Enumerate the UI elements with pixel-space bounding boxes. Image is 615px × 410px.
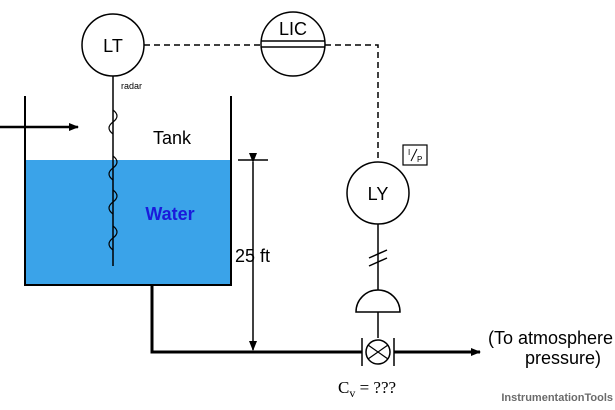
ip-badge-slash xyxy=(410,148,418,162)
outlet-destination-line2: pressure) xyxy=(525,348,601,368)
level-controller-label: LIC xyxy=(279,19,307,39)
outlet-destination-line1: (To atmosphere xyxy=(488,328,613,348)
level-transmitter-label: LT xyxy=(103,36,123,56)
level-controller-bubble[interactable] xyxy=(260,11,326,77)
control-valve-bowtie xyxy=(367,344,389,360)
tank-label: Tank xyxy=(153,128,192,148)
tank-walls xyxy=(24,96,232,286)
radar-wave-2 xyxy=(108,155,118,181)
ip-badge-i: I xyxy=(408,148,410,157)
cv-label: Cv = ??? xyxy=(338,378,396,400)
pneumatic-hash-2 xyxy=(368,257,388,267)
ip-converter-label: LY xyxy=(368,184,389,204)
radar-wave-1 xyxy=(108,109,118,135)
pneumatic-hash-1 xyxy=(368,249,388,259)
signal-lic-to-ly xyxy=(325,44,379,162)
valve-actuator[interactable] xyxy=(355,289,401,313)
height-label: 25 ft xyxy=(235,246,270,266)
ip-converter-badge xyxy=(402,144,428,166)
water-fill xyxy=(25,160,231,285)
watermark: InstrumentationTools xyxy=(501,392,613,404)
ip-badge-p: P xyxy=(417,155,422,164)
radar-label: radar xyxy=(121,81,142,91)
water-label: Water xyxy=(145,204,194,224)
radar-wave-4 xyxy=(108,225,118,251)
outlet-pipe-drop xyxy=(150,285,362,354)
radar-wave-3 xyxy=(108,189,118,215)
